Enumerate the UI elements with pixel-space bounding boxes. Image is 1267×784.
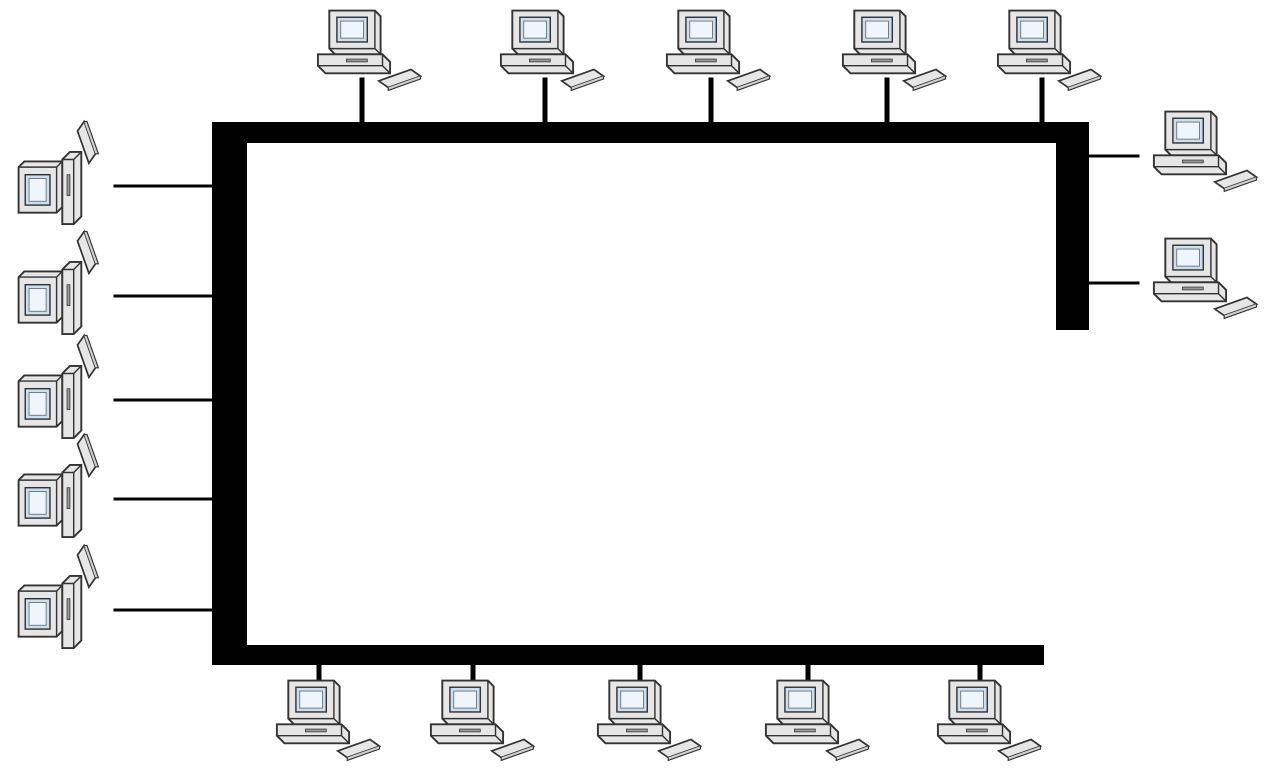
computer-top-2-icon[interactable] xyxy=(501,11,604,91)
computer-left-4-icon[interactable] xyxy=(19,435,99,538)
network-bus xyxy=(212,122,1089,665)
computer-bottom-2-icon[interactable] xyxy=(431,681,534,761)
computer-left-5-icon[interactable] xyxy=(19,546,99,649)
computer-left-1-icon[interactable] xyxy=(19,122,99,225)
computer-bottom-1-icon[interactable] xyxy=(277,681,380,761)
bus-left-segment xyxy=(212,122,247,665)
network-cables xyxy=(115,80,1138,700)
computer-top-3-icon[interactable] xyxy=(667,11,770,91)
computer-right-2-icon[interactable] xyxy=(1154,239,1257,319)
computer-right-1-icon[interactable] xyxy=(1154,112,1257,192)
bus-top-segment xyxy=(212,122,1089,143)
bus-bottom-segment xyxy=(212,645,1044,665)
computer-left-2-icon[interactable] xyxy=(19,232,99,335)
computer-top-1-icon[interactable] xyxy=(318,11,421,91)
computer-top-4-icon[interactable] xyxy=(843,11,946,91)
computer-bottom-4-icon[interactable] xyxy=(766,681,869,761)
computer-top-5-icon[interactable] xyxy=(998,11,1101,91)
computer-bottom-5-icon[interactable] xyxy=(938,681,1041,761)
bus-right-segment xyxy=(1056,122,1089,330)
computer-left-3-icon[interactable] xyxy=(19,336,99,439)
computer-bottom-3-icon[interactable] xyxy=(598,681,701,761)
